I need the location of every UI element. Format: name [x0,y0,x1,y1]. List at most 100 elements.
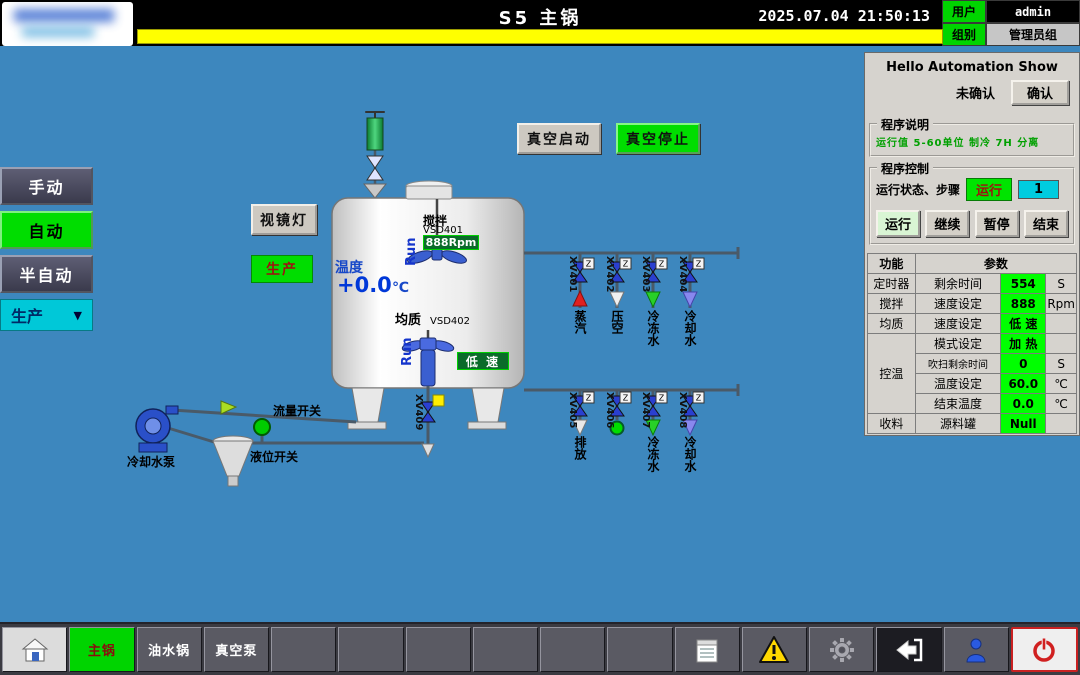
home-button[interactable] [2,627,68,672]
warning-icon [759,636,790,663]
value-cell[interactable]: 低 速 [1000,313,1047,334]
nav-tab-main-pot[interactable]: 主锅 [69,627,135,672]
medium-label: 冷却水 [683,310,697,346]
function-cell: 收料 [867,413,916,434]
medium-label: 压空 [610,310,624,334]
sight-light-button[interactable]: 视镜灯 [251,204,317,235]
user-label-button[interactable]: 用户 [942,0,986,23]
valve-status-lamp [609,420,625,436]
function-cell: 搅拌 [867,293,916,314]
production-indicator[interactable]: 生产 [251,255,313,283]
nav-tab-empty[interactable] [338,627,404,672]
valve-xv405[interactable]: Z [572,391,595,437]
agitator-label: 搅拌 [423,214,448,228]
exit-button[interactable] [876,627,942,672]
valve-tag: XV401 [567,256,578,293]
value-cell[interactable]: Null [1000,413,1047,434]
mode-semiauto-button[interactable]: 半自动 [0,255,93,293]
value-cell[interactable]: 加 热 [1000,333,1047,354]
cooling-water-arrow [682,419,698,437]
svg-text:Z: Z [659,260,665,269]
temp-value: +0.0 [337,273,392,297]
medium-label: 蒸汽 [573,310,587,334]
param-cell: 源料罐 [914,413,1002,434]
table-row: 收料 源料罐 Null [867,413,1077,434]
valve-tag: XV405 [567,392,578,429]
value-cell[interactable]: 0 [1000,353,1047,374]
function-cell: 控温 [867,333,916,414]
program-control-title: 程序控制 [877,160,934,177]
valve-tag: XV407 [640,392,651,429]
stop-button[interactable]: 结束 [1023,210,1068,237]
value-cell[interactable]: 60.0 [1000,373,1047,394]
valve-xv404[interactable]: Z [682,257,705,309]
medium-label: 排放 [573,436,587,460]
control-panel: Hello Automation Show 未确认 确认 程序说明 运行值 5-… [864,52,1080,436]
vacuum-start-button[interactable]: 真空启动 [517,123,601,154]
report-button[interactable] [674,627,740,672]
drain-arrow [572,419,588,437]
value-cell[interactable]: 554 [1000,273,1047,294]
settings-button[interactable] [809,627,875,672]
vacuum-inlet-icon [362,111,388,201]
pause-button[interactable]: 暂停 [974,210,1019,237]
datetime-display: 2025.07.04 21:50:13 [758,7,930,25]
level-hopper-icon[interactable] [212,435,254,487]
program-description-title: 程序说明 [877,116,934,133]
nav-tab-empty[interactable] [540,627,606,672]
homogenizer-icon[interactable] [401,330,455,387]
function-cell: 均质 [867,313,916,334]
cooling-pump-icon[interactable] [135,405,179,453]
table-row: 吹扫剩余时间 0 S [868,353,1077,374]
valve-xv403[interactable]: Z [645,257,668,309]
air-arrow [609,291,625,309]
unit-cell: ℃ [1045,373,1077,394]
production-mode-dropdown[interactable]: 生产 ▼ [0,299,93,331]
valve-xv408[interactable]: Z [682,391,705,437]
chilled-water-arrow [645,291,661,309]
group-label-button[interactable]: 组别 [942,23,986,46]
program-description-text: 运行值 5-60单位 制冷 7H 分离 [876,138,1040,149]
valve-xv406[interactable]: Z [609,391,632,436]
unit-cell [1045,313,1077,334]
valve-xv402[interactable]: Z [609,257,632,309]
group-value: 管理员组 [986,23,1080,46]
valve-tag: XV406 [604,392,615,429]
table-row: 温度设定 60.0 ℃ [868,373,1077,394]
continue-button[interactable]: 继续 [925,210,970,237]
mode-manual-button[interactable]: 手动 [0,167,93,205]
nav-tab-empty[interactable] [607,627,673,672]
value-cell[interactable]: 0.0 [1000,393,1047,414]
valve-xv401[interactable]: Z [572,257,595,307]
vacuum-stop-button[interactable]: 真空停止 [616,123,700,154]
valve-xv407[interactable]: Z [645,391,668,437]
nav-tab-empty[interactable] [472,627,538,672]
chilled-water-arrow [645,419,661,437]
value-cell[interactable]: 888 [1000,293,1047,314]
unit-cell: S [1045,273,1077,294]
shutdown-button[interactable] [1010,627,1078,672]
valve-tag: XV409 [413,394,424,431]
nav-tab-empty[interactable] [271,627,337,672]
alarm-button[interactable] [741,627,807,672]
power-icon [1033,637,1056,662]
col-header-function: 功能 [867,253,916,274]
unit-cell: Rpm [1045,293,1077,314]
flow-switch-icon[interactable] [253,418,271,436]
run-button[interactable]: 运行 [876,210,921,237]
chevron-down-icon: ▼ [73,308,82,322]
svg-text:Z: Z [623,260,629,269]
col-header-parameter: 参数 [914,253,1078,274]
user-login-button[interactable] [943,627,1009,672]
user-info-grid: 用户 admin 组别 管理员组 [942,0,1080,46]
alarm-banner[interactable] [137,29,943,44]
nav-tab-oil-water-pot[interactable]: 油水锅 [136,627,202,672]
nav-tab-vacuum-pump[interactable]: 真空泵 [203,627,269,672]
homogenizer-label: 均质 [395,313,422,328]
nav-tab-empty[interactable] [405,627,471,672]
mode-auto-button[interactable]: 自动 [0,211,93,249]
valve-xv409[interactable] [420,394,445,459]
confirm-button[interactable]: 确认 [1010,80,1069,105]
table-row: 定时器 剩余时间 554 S [867,273,1077,294]
run-status-label: 运行状态、步骤 [876,183,961,197]
